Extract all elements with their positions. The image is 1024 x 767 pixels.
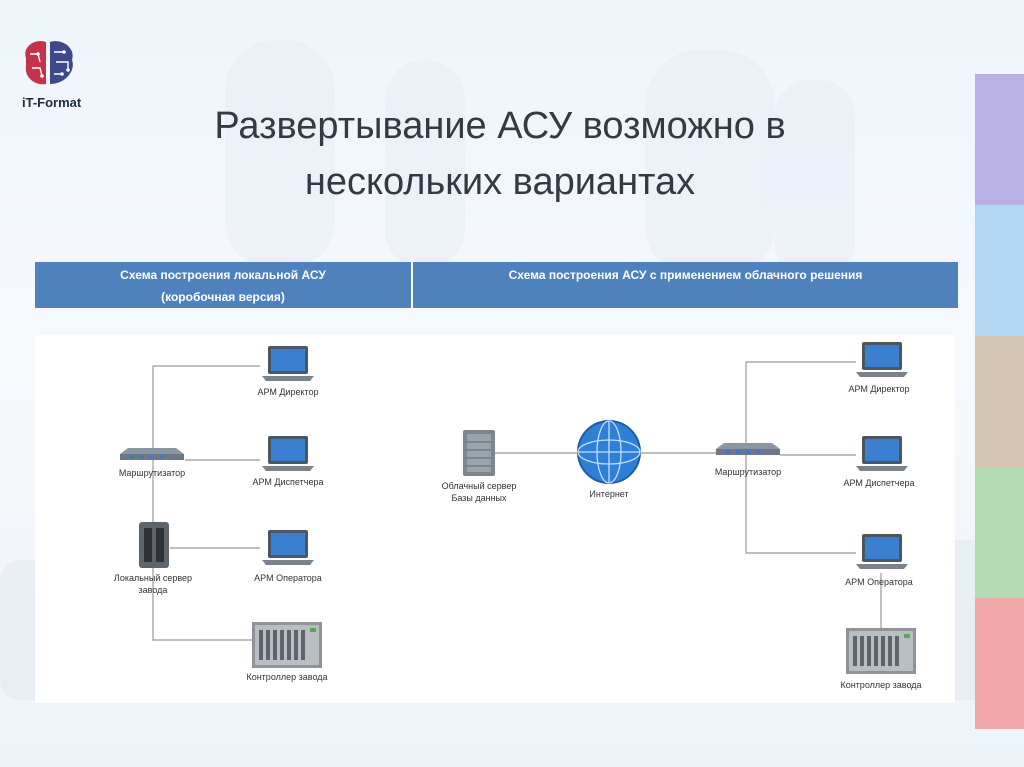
cloud-controller-label: Контроллер завода <box>840 680 921 690</box>
internet-label: Интернет <box>589 489 628 499</box>
local-pc-dispatcher-label: АРМ Диспетчера <box>253 477 324 487</box>
header-local: Схема построения локальной АСУ (коробочн… <box>35 262 413 308</box>
color-sidebar <box>975 74 1024 729</box>
diagram-panel <box>35 335 955 703</box>
slide-title: Развертывание АСУ возможно в нескольких … <box>100 98 900 210</box>
cloud-router-label: Маршрутизатор <box>715 467 781 477</box>
cloud-server-label-1: Облачный сервер <box>442 481 517 491</box>
sidebar-stripe-5 <box>975 598 1024 729</box>
local-router-label: Маршрутизатор <box>119 468 185 478</box>
local-pc-director-icon <box>262 346 314 381</box>
cloud-server-label-2: Базы данных <box>451 493 507 503</box>
cloud-links <box>495 361 882 628</box>
header-cloud: Схема построения АСУ с применением облач… <box>413 262 958 308</box>
logo: iT-Format <box>18 36 88 110</box>
local-pc-dispatcher-icon <box>262 436 314 471</box>
globe-icon <box>577 420 641 484</box>
cloud-controller-icon <box>846 628 916 674</box>
local-pc-operator-label: АРМ Оператора <box>254 573 322 583</box>
sidebar-stripe-2 <box>975 205 1024 336</box>
sidebar-stripe-4 <box>975 467 1024 598</box>
table-header: Схема построения локальной АСУ (коробочн… <box>35 262 958 308</box>
local-pc-operator-icon <box>262 530 314 565</box>
cloud-pc-dispatcher-icon <box>856 436 908 471</box>
cloud-pc-dispatcher-label: АРМ Диспетчера <box>844 478 915 488</box>
sidebar-stripe-3 <box>975 336 1024 467</box>
local-pc-director-label: АРМ Директор <box>257 387 318 397</box>
local-controller-icon <box>252 622 322 668</box>
local-server-label-1: Локальный сервер <box>114 573 192 583</box>
cloud-pc-director-label: АРМ Директор <box>848 384 909 394</box>
local-links <box>152 365 260 641</box>
title-line-2: нескольких вариантах <box>304 161 696 203</box>
header-local-line1: Схема построения локальной АСУ <box>120 268 326 282</box>
local-router-icon <box>120 448 184 460</box>
title-line-1: Развертывание АСУ возможно в <box>214 105 786 147</box>
cloud-pc-director-icon <box>856 342 908 377</box>
sidebar-stripe-1 <box>975 74 1024 205</box>
cloud-pc-operator-label: АРМ Оператора <box>845 577 913 587</box>
local-server-label-2: завода <box>139 585 168 595</box>
local-controller-label: Контроллер завода <box>246 672 327 682</box>
brain-logo-icon <box>25 40 73 85</box>
cloud-pc-operator-icon <box>856 534 908 569</box>
logo-text: iT-Format <box>22 95 82 110</box>
header-local-line2: (коробочная версия) <box>161 290 285 304</box>
cloud-server-icon <box>463 430 495 476</box>
cloud-router-icon <box>716 443 780 455</box>
local-server-icon <box>139 522 169 568</box>
